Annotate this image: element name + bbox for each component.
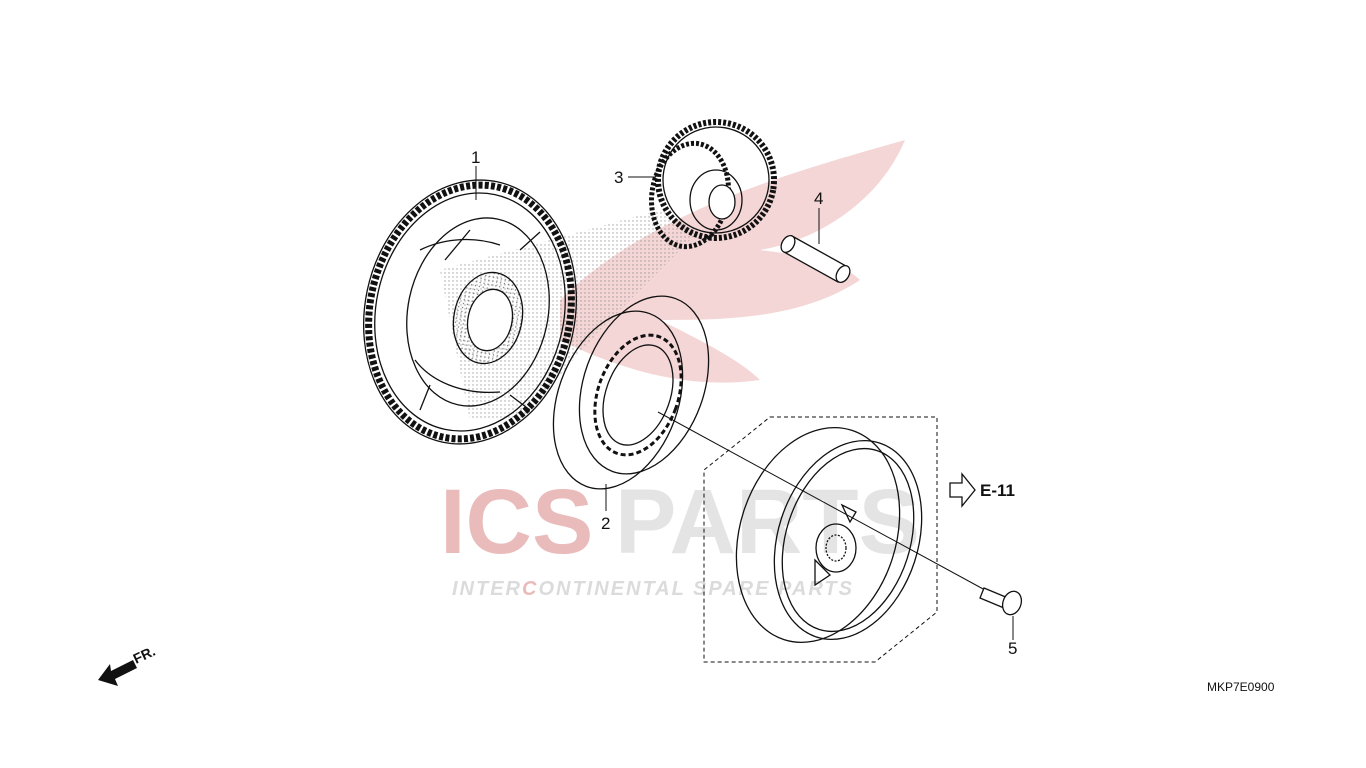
- assembly-axis-line: [657, 411, 986, 591]
- callout-2: 2: [601, 514, 610, 533]
- watermark-logo-parts: PARTS: [615, 471, 920, 573]
- flywheel-rotor: [735, 426, 923, 644]
- callout-4: 4: [814, 189, 823, 208]
- callout-3: 3: [614, 168, 623, 187]
- assembly-boundary: [703, 416, 938, 663]
- watermark-wing-logo: [560, 140, 905, 383]
- part-1-large-gear: [362, 179, 578, 445]
- reference-arrow: E-11: [949, 472, 1015, 508]
- callout-1: 1: [471, 148, 480, 167]
- callout-5: 5: [1008, 639, 1017, 658]
- front-marker: FR.: [98, 643, 158, 686]
- part-4-shaft: [780, 234, 851, 284]
- part-3-idle-gear: [649, 119, 777, 250]
- stipple-band: [440, 210, 700, 420]
- front-marker-label: FR.: [131, 643, 158, 667]
- diagram-code: MKP7E0900: [1207, 680, 1275, 694]
- watermark-tagline: INTERCONTINENTAL SPARE PARTS: [452, 578, 854, 600]
- watermark-logo-ics: ICS: [440, 471, 593, 573]
- hollow-arrow-icon: [949, 472, 976, 508]
- part-5-bolt: [979, 587, 1023, 616]
- watermark: ICS PARTS INTERCONTINENTAL SPARE PARTS: [440, 140, 920, 600]
- reference-label: E-11: [980, 481, 1015, 500]
- front-arrow-icon: [98, 660, 137, 686]
